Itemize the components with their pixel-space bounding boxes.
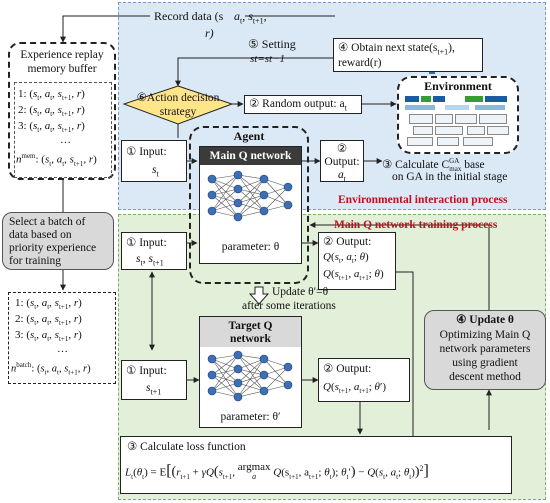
training-input-box: ① Input: st, st+1 [121, 232, 187, 270]
target-input-box: ① Input: st+1 [121, 360, 187, 400]
agent-region [189, 126, 309, 284]
record-data-vars: at, st+1, [234, 9, 267, 26]
setting-equation: st=st−1 [250, 53, 286, 65]
calc-cmax-label: ③ Calculate CGAmax base [382, 157, 485, 174]
batch-row: 2: (st, at, st+1, r) [15, 313, 82, 328]
training-output-box: ② Output: Q(st, at; θ) Q(st+1, at+1; θ) [318, 232, 396, 290]
experience-replay-memory: Experience replay memory buffer 1: (st, … [8, 42, 116, 180]
select-batch-box: Select a batch of data based on priority… [2, 212, 114, 270]
batch-list-box: 1: (st, at, st+1, r) 2: (st, at, st+1, r… [8, 292, 116, 384]
target-neural-network-icon [207, 350, 293, 402]
action-decision-label: ⑥Action decision [136, 92, 220, 104]
main-q-network: Main Q network parameter: θ [199, 146, 302, 264]
batch-row-last: nbatch: (st, at, st+1, r) [11, 361, 91, 377]
environment-box: Environment [397, 76, 519, 154]
target-output-box: ② Output: Q(st+1, at+1; θ′) [318, 358, 410, 402]
obtain-next-state-box: ④ Obtain next state(st+1), reward(r) [333, 38, 483, 72]
update-target-label: Update θ′=θ [272, 286, 329, 298]
neural-network-icon [207, 170, 293, 222]
memory-row: 3: (st, at, st+1, r) [18, 120, 85, 135]
output-action-box: ② Output: at [320, 140, 364, 183]
batch-row: 3: (st, at, st+1, r) [15, 329, 82, 344]
memory-row: 1: (st, at, st+1, r) [18, 88, 85, 103]
environment-gantt-icon [405, 96, 511, 148]
memory-row: 2: (st, at, st+1, r) [18, 104, 85, 119]
record-data-r: r) [205, 26, 214, 40]
memory-row-last: nmem: (st, at, st+1, r) [16, 152, 97, 168]
update-theta-box: ④ Update θ Optimizing Main Q network par… [424, 310, 546, 390]
setting-label: ⑤ Setting [248, 37, 296, 51]
random-output-box: ② Random output: at [244, 95, 362, 114]
loss-function-box: ③ Calculate loss function Lt(θt) = E[(rt… [120, 436, 512, 494]
update-target-label2: after some iterations [242, 300, 336, 312]
training-process-label: Main Q network training process [334, 219, 498, 231]
target-q-network: Target Q network parameter: θ′ [199, 316, 302, 428]
calc-cmax-label2: on GA in the initial stage [392, 171, 508, 183]
environmental-interaction-label: Environmental interaction process [338, 194, 508, 206]
batch-row: 1: (st, at, st+1, r) [15, 297, 82, 312]
action-decision-label2: strategy [159, 106, 197, 118]
record-data-label: Record data (s [154, 9, 224, 23]
input-state-box: ① Input: st [121, 140, 187, 182]
agent-title: Agent [233, 129, 265, 143]
